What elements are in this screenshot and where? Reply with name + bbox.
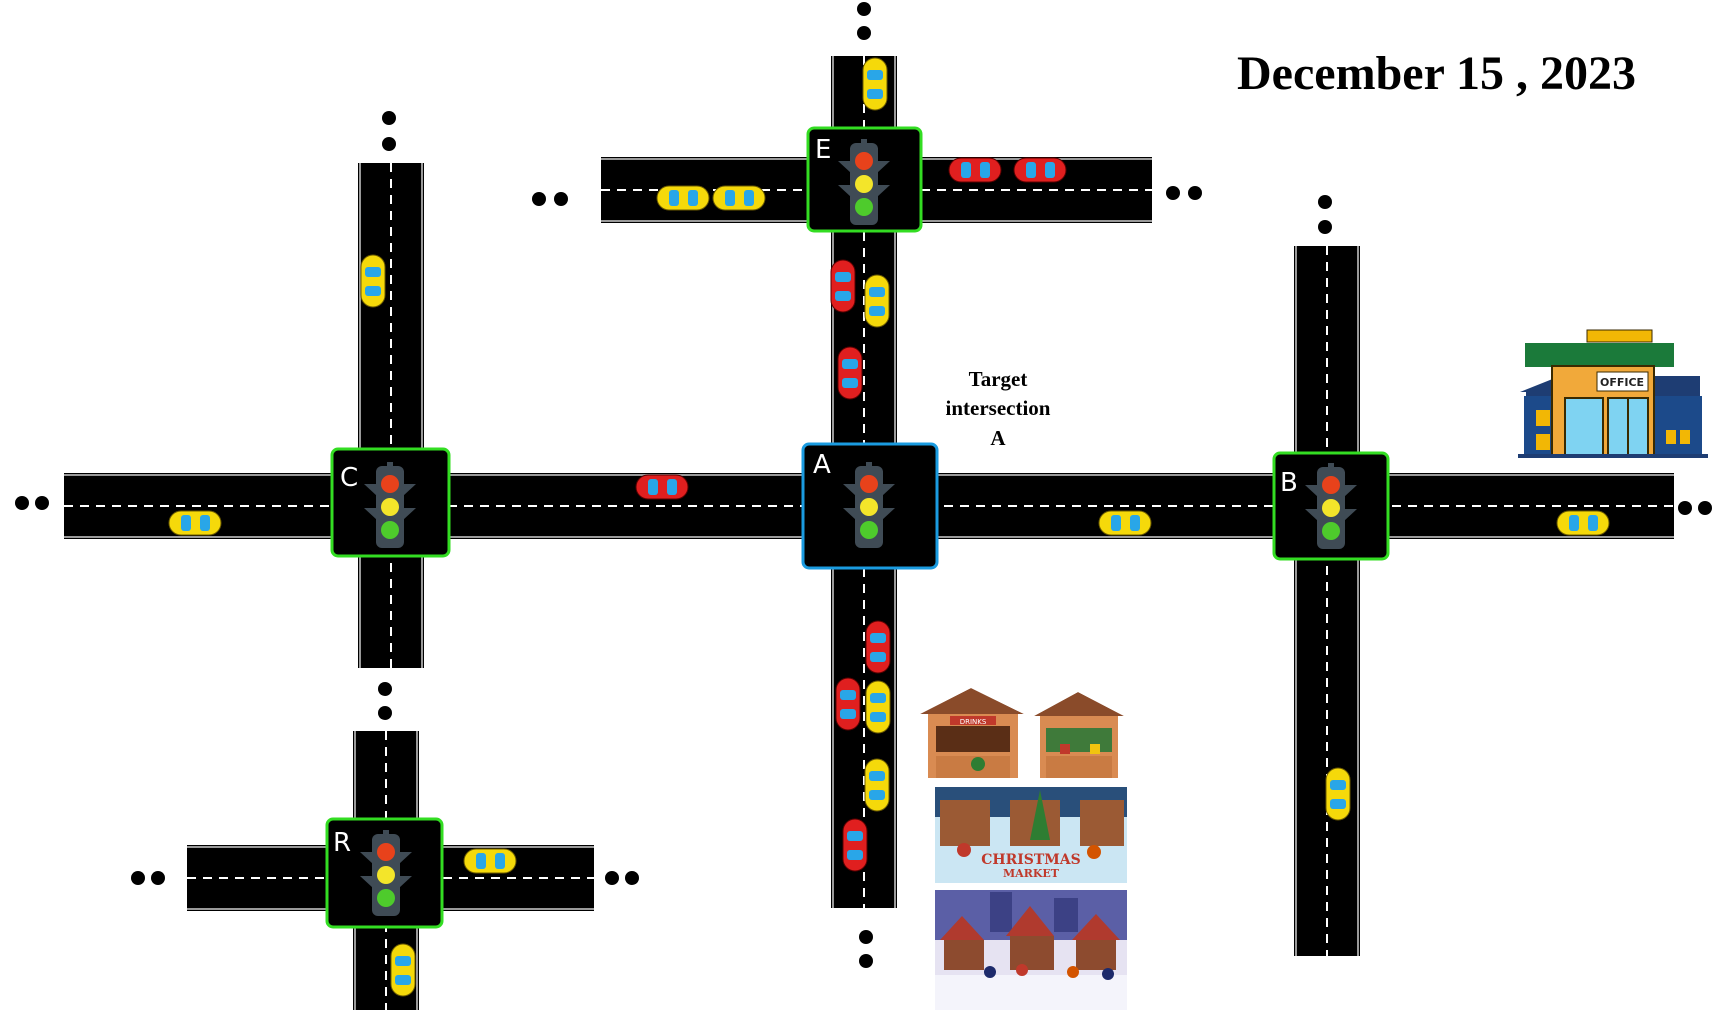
continuation-dots-icon [15,2,1712,968]
car-icon [864,274,890,328]
car-icon [1556,510,1610,536]
market-stall-sign: DRINKS [960,718,987,726]
christmas-market-icon: DRINKS CHRISTMAS MARKET [920,684,1127,1010]
road-vertical-c [358,163,424,668]
target-label-line3: A [990,426,1006,450]
car-icon [168,510,222,536]
car-icon [837,346,863,400]
intersection-b-label: B [1280,468,1298,498]
car-icon [830,259,856,313]
intersection-a-label: A [813,450,831,480]
car-icon [865,620,891,674]
intersection-r: R [325,817,444,929]
date-label: December 15 , 2023 [1237,47,1636,100]
car-icon [864,758,890,812]
car-icon [360,254,386,308]
car-icon [635,474,689,500]
market-sign-line2: MARKET [1003,867,1060,880]
car-icon [390,943,416,997]
car-icon [948,157,1002,183]
intersection-e-label: E [815,135,831,165]
market-sign-line1: CHRISTMAS [981,852,1081,868]
car-icon [835,677,861,731]
car-icon [463,848,517,874]
intersection-c-label: C [340,463,358,493]
intersection-a: A [801,442,939,570]
car-icon [865,680,891,734]
road-vertical-b [1294,246,1360,956]
car-icon [656,185,710,211]
car-icon [862,57,888,111]
car-icon [712,185,766,211]
target-label-line2: intersection [946,396,1051,420]
car-icon [842,818,868,872]
car-icon [1013,157,1067,183]
intersection-r-label: R [333,828,351,858]
target-label-line1: Target [969,367,1028,391]
intersection-e: E [806,126,923,233]
intersection-b: B [1272,451,1390,561]
car-icon [1098,510,1152,536]
car-icon [1325,767,1351,821]
intersection-c: C [330,447,451,558]
office-building-icon: OFFICE [1518,329,1708,458]
office-sign: OFFICE [1600,376,1644,389]
